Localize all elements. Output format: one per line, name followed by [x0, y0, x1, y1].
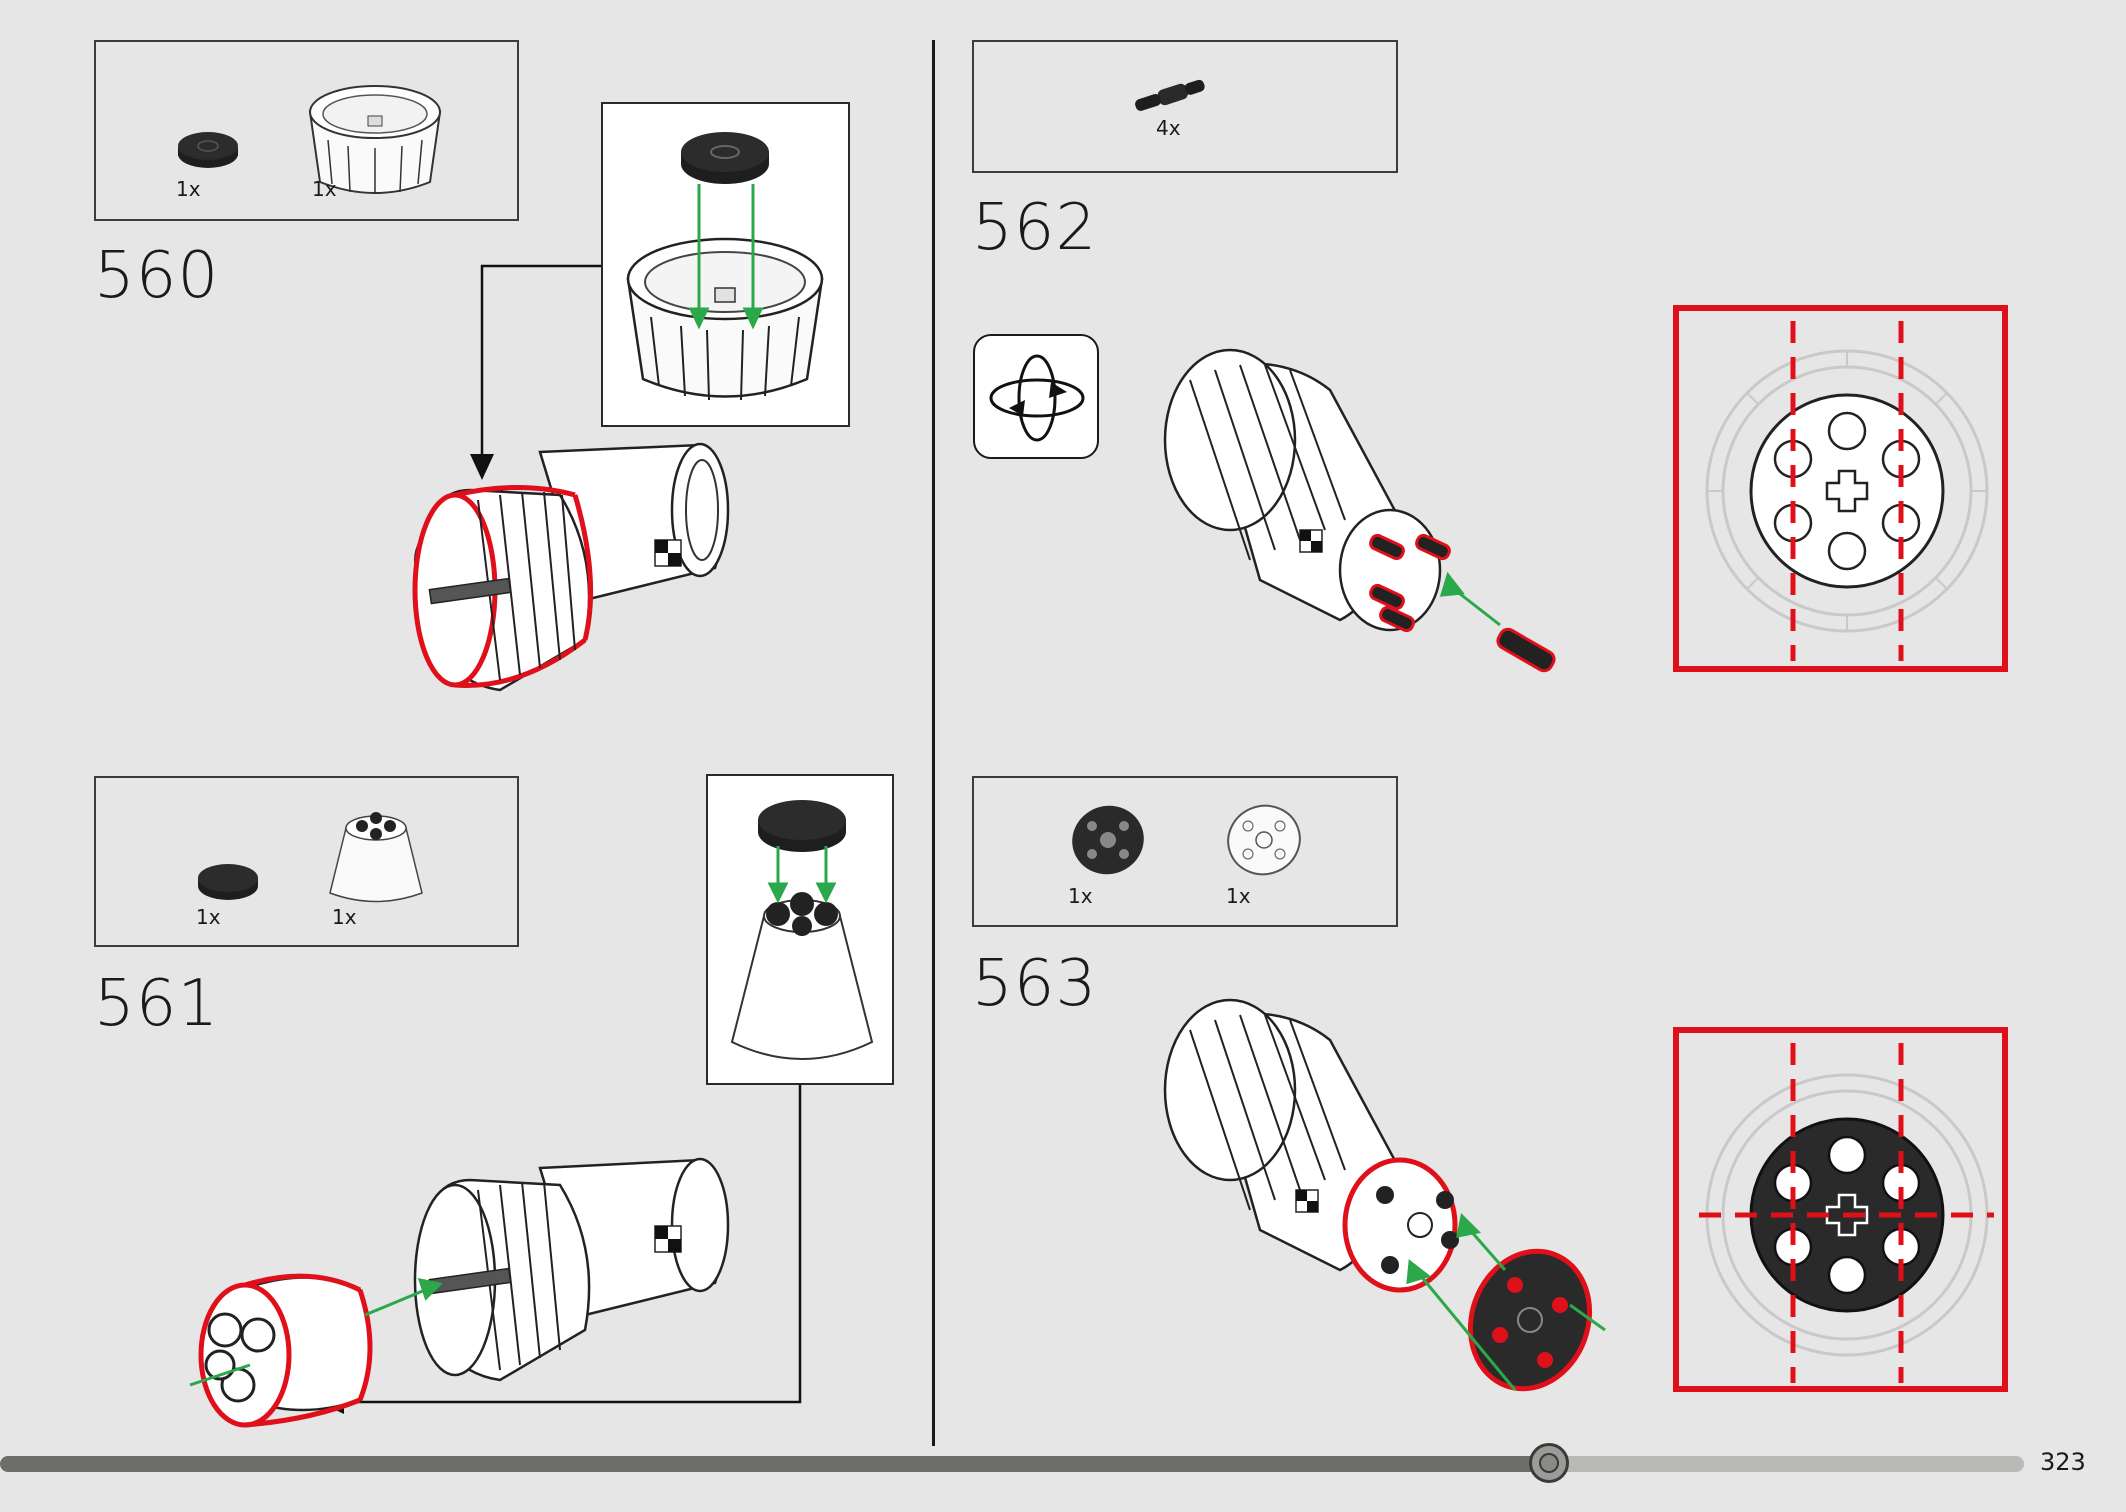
- black-wheel-hub-icon: [1072, 805, 1144, 875]
- step-number: 563: [972, 947, 1098, 1021]
- step-number: 562: [972, 191, 1098, 265]
- white-wheel-hub-icon: [1227, 804, 1301, 876]
- part-qty: 1x: [176, 177, 201, 201]
- white-barrel-icon: [308, 85, 442, 194]
- white-cone-icon: [329, 812, 423, 903]
- step-562-parts-box: 4x: [972, 40, 1398, 173]
- step-561-subassembly-callout: [706, 774, 894, 1085]
- part-qty: 1x: [196, 905, 221, 929]
- black-round-tile-icon: [178, 132, 238, 168]
- step-563-parts-box: 1x 1x: [972, 776, 1398, 927]
- black-pin-icon: [1135, 79, 1205, 111]
- tile-onto-cone-illustration: [730, 800, 874, 1060]
- part-qty: 1x: [1226, 884, 1251, 908]
- part-qty: 4x: [1156, 116, 1181, 140]
- part-qty: 1x: [1068, 884, 1093, 908]
- rotate-model-icon: [973, 334, 1099, 459]
- tile-onto-barrel-illustration: [626, 132, 824, 401]
- step-number: 560: [94, 239, 220, 313]
- step-560-subassembly-callout: [601, 102, 850, 427]
- part-qty: 1x: [332, 905, 357, 929]
- column-divider: [932, 40, 935, 1446]
- step-562-detail-view: [1673, 305, 2008, 672]
- step-560-parts-box: 1x 1x: [94, 40, 519, 221]
- part-qty: 1x: [312, 177, 337, 201]
- page-number: 323: [2040, 1448, 2086, 1476]
- progress-slider-handle[interactable]: [1529, 1443, 1569, 1483]
- step-number: 561: [94, 967, 220, 1041]
- step-561-parts-box: 1x 1x: [94, 776, 519, 947]
- black-round-tile-icon: [198, 864, 258, 900]
- step-563-detail-view: [1673, 1027, 2008, 1392]
- page-progress-bar[interactable]: [0, 1456, 2024, 1472]
